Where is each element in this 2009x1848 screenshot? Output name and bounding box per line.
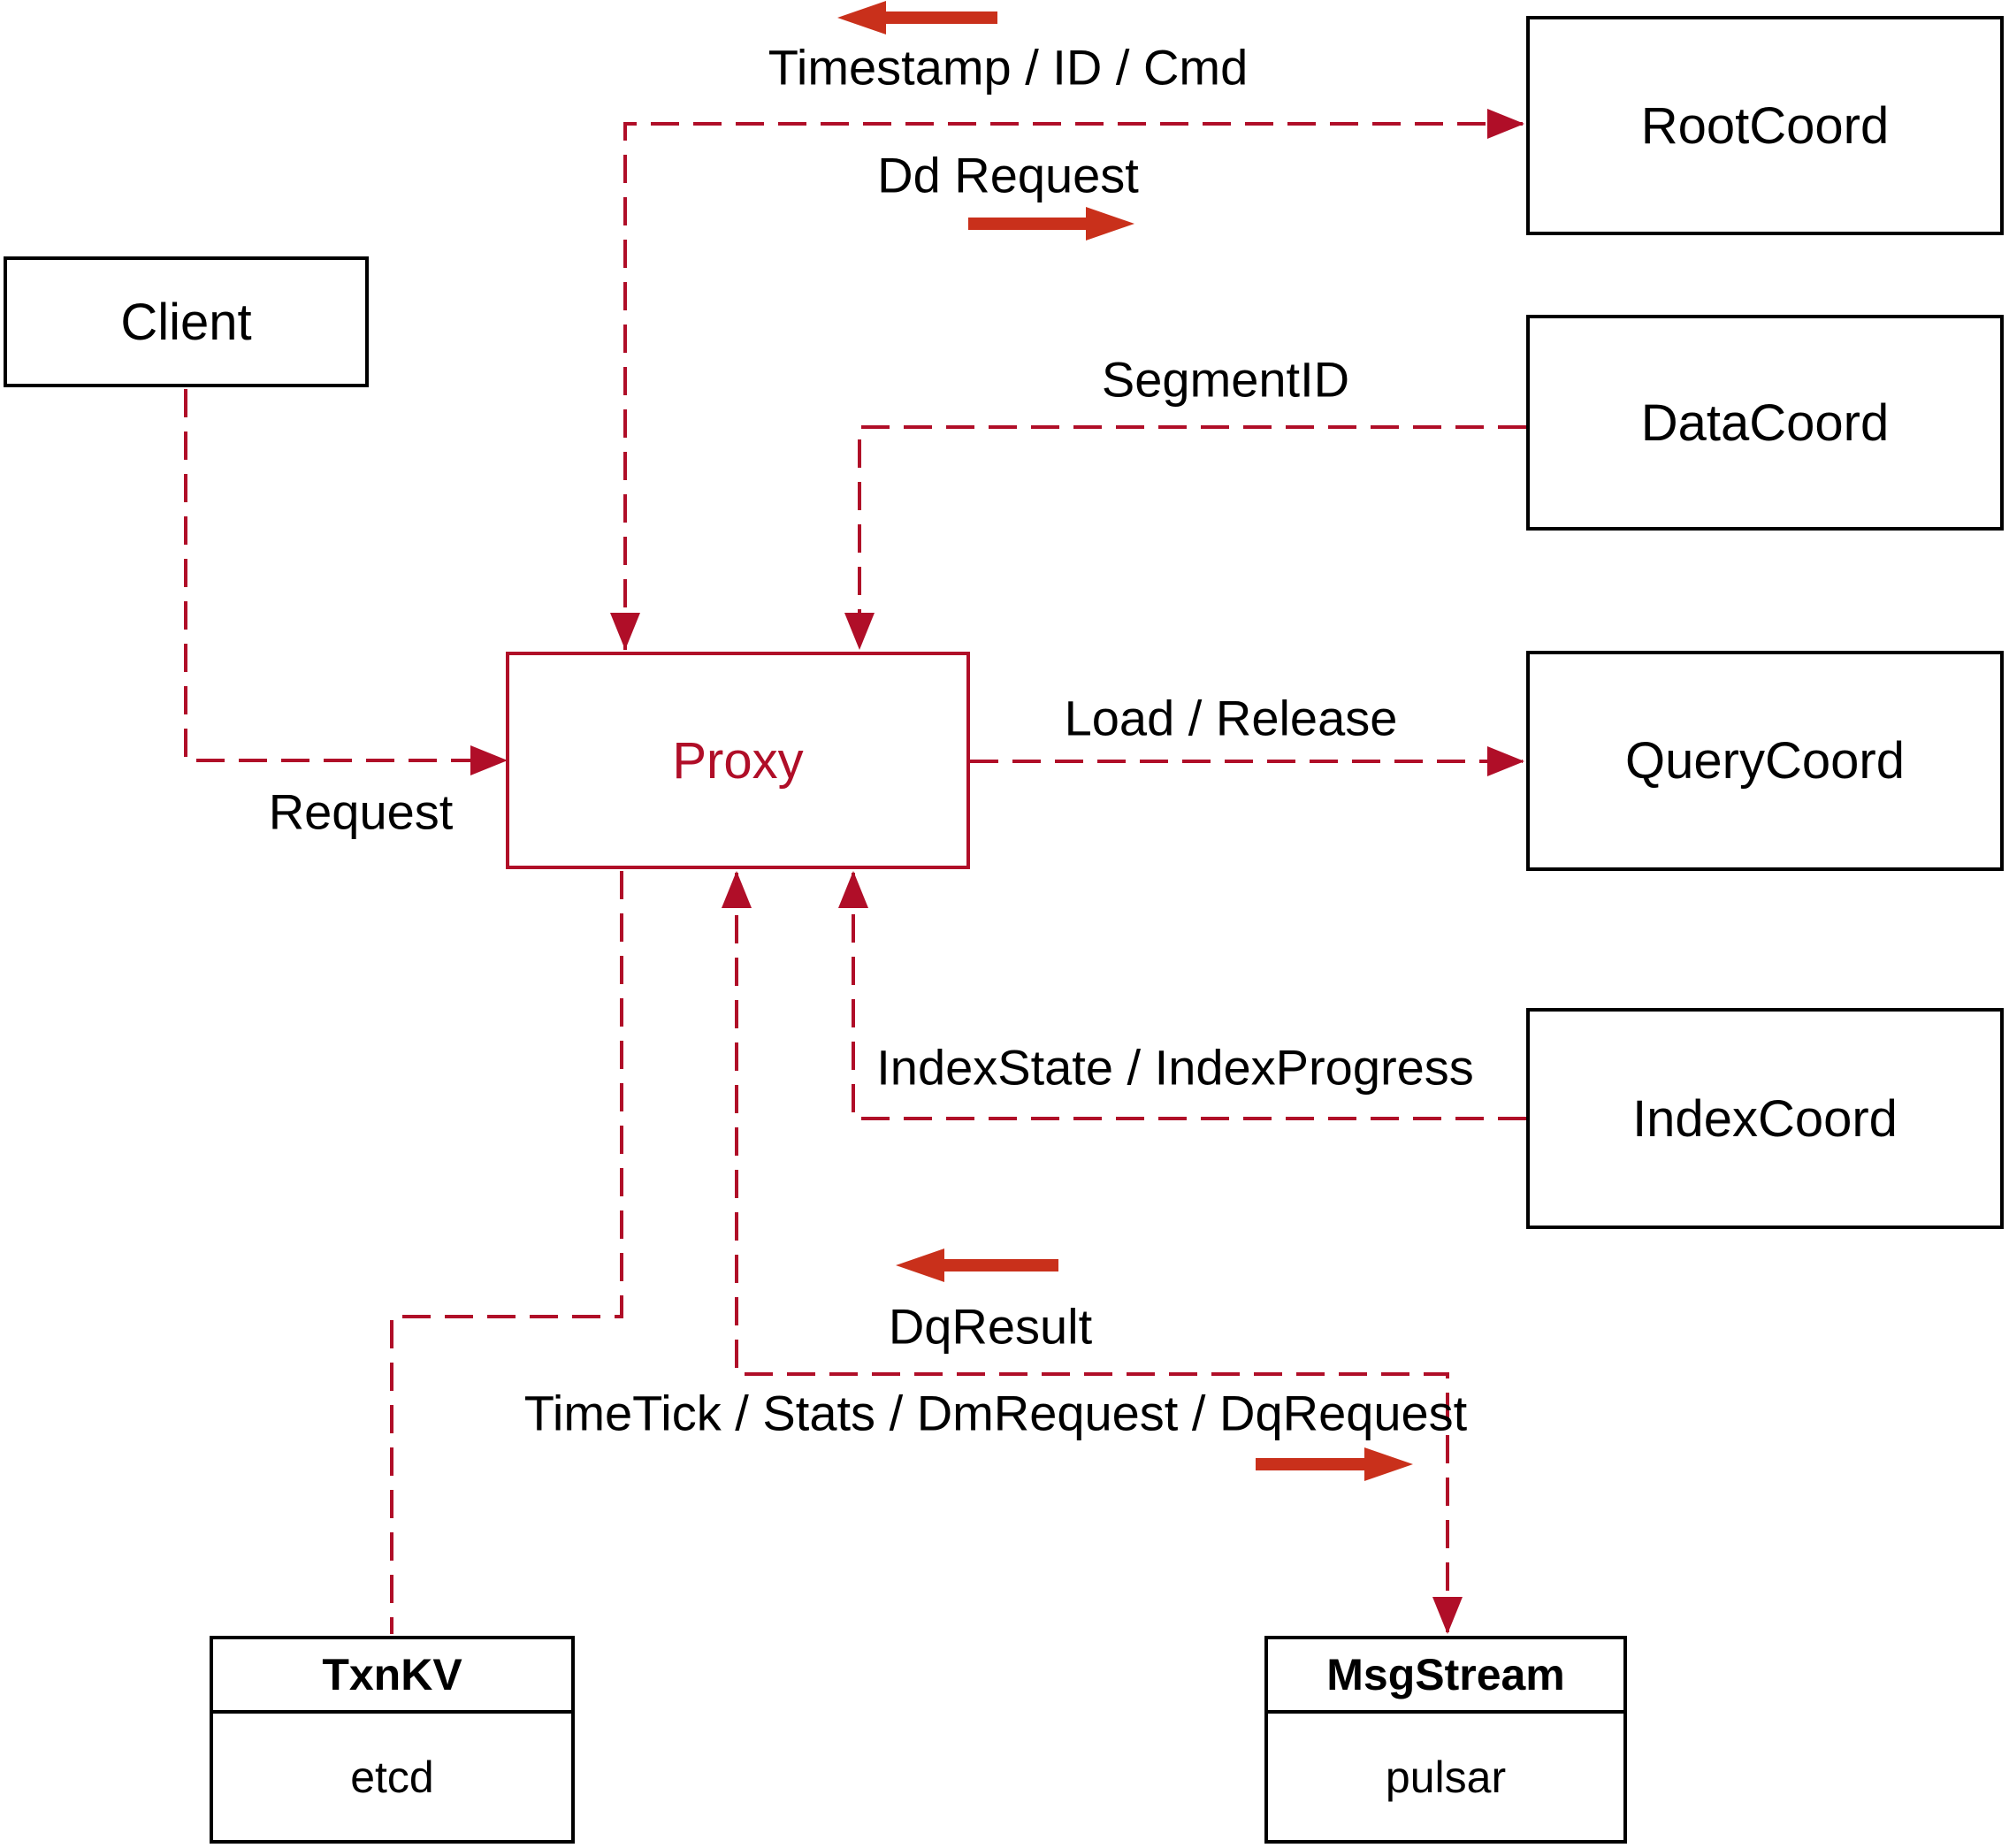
edge-label-timetick-stats: TimeTick / Stats / DmRequest / DqRequest	[523, 1385, 1468, 1441]
edge-label-segment-id: SegmentID	[1101, 351, 1350, 408]
edge-datacoord-to-proxy	[858, 425, 1526, 648]
edge-label-load-release: Load / Release	[1064, 690, 1398, 746]
node-msgstream-title: MsgStream	[1268, 1639, 1623, 1714]
node-indexcoord-label: IndexCoord	[1632, 1089, 1898, 1148]
arrowhead-into-msgstream-icon	[1432, 1597, 1463, 1634]
node-msgstream: MsgStream pulsar	[1264, 1636, 1627, 1844]
node-txnkv-implementation: etcd	[350, 1752, 434, 1802]
edge-indexcoord-to-proxy	[852, 873, 1526, 1120]
node-rootcoord: RootCoord	[1526, 16, 2004, 235]
node-client: Client	[4, 256, 369, 387]
node-proxy-label: Proxy	[672, 731, 804, 790]
arrowhead-into-proxy-top-left-icon	[610, 613, 640, 650]
direction-arrow-right-timetick-icon	[1256, 1447, 1413, 1481]
arrowhead-into-proxy-bottom-right-icon	[838, 871, 868, 908]
node-querycoord: QueryCoord	[1526, 651, 2004, 871]
direction-arrow-left-dqresult-icon	[896, 1249, 1058, 1282]
arrowhead-into-querycoord-icon	[1487, 746, 1524, 776]
edge-label-dq-result: DqResult	[888, 1298, 1093, 1355]
arrowhead-into-proxy-top-right-icon	[844, 613, 875, 650]
node-txnkv: TxnKV etcd	[210, 1636, 575, 1844]
arrowhead-into-proxy-left-icon	[470, 745, 508, 775]
node-rootcoord-label: RootCoord	[1640, 96, 1890, 155]
edge-proxy-to-txnkv	[390, 871, 623, 1634]
direction-arrow-right-ddrequest-icon	[968, 207, 1134, 241]
node-client-label: Client	[120, 293, 252, 351]
node-txnkv-title: TxnKV	[213, 1639, 571, 1714]
edge-proxy-msgstream	[735, 873, 1449, 1632]
node-datacoord: DataCoord	[1526, 315, 2004, 531]
arrowhead-into-proxy-bottom-mid-icon	[722, 871, 752, 908]
direction-arrow-left-timestamp-icon	[837, 1, 997, 34]
node-indexcoord: IndexCoord	[1526, 1008, 2004, 1229]
node-msgstream-implementation: pulsar	[1385, 1752, 1507, 1802]
node-querycoord-label: QueryCoord	[1625, 732, 1905, 790]
edge-label-dd-request: Dd Request	[877, 147, 1139, 203]
node-datacoord-label: DataCoord	[1640, 393, 1890, 452]
arrowhead-into-rootcoord-icon	[1487, 109, 1524, 139]
edge-label-timestamp-id-cmd: Timestamp / ID / Cmd	[768, 39, 1249, 95]
edge-proxy-rootcoord	[623, 122, 1523, 650]
edge-client-to-proxy	[184, 389, 495, 762]
edge-label-request: Request	[268, 783, 454, 840]
node-proxy: Proxy	[506, 652, 970, 869]
edge-label-index-state-progress: IndexState / IndexProgress	[876, 1039, 1474, 1096]
